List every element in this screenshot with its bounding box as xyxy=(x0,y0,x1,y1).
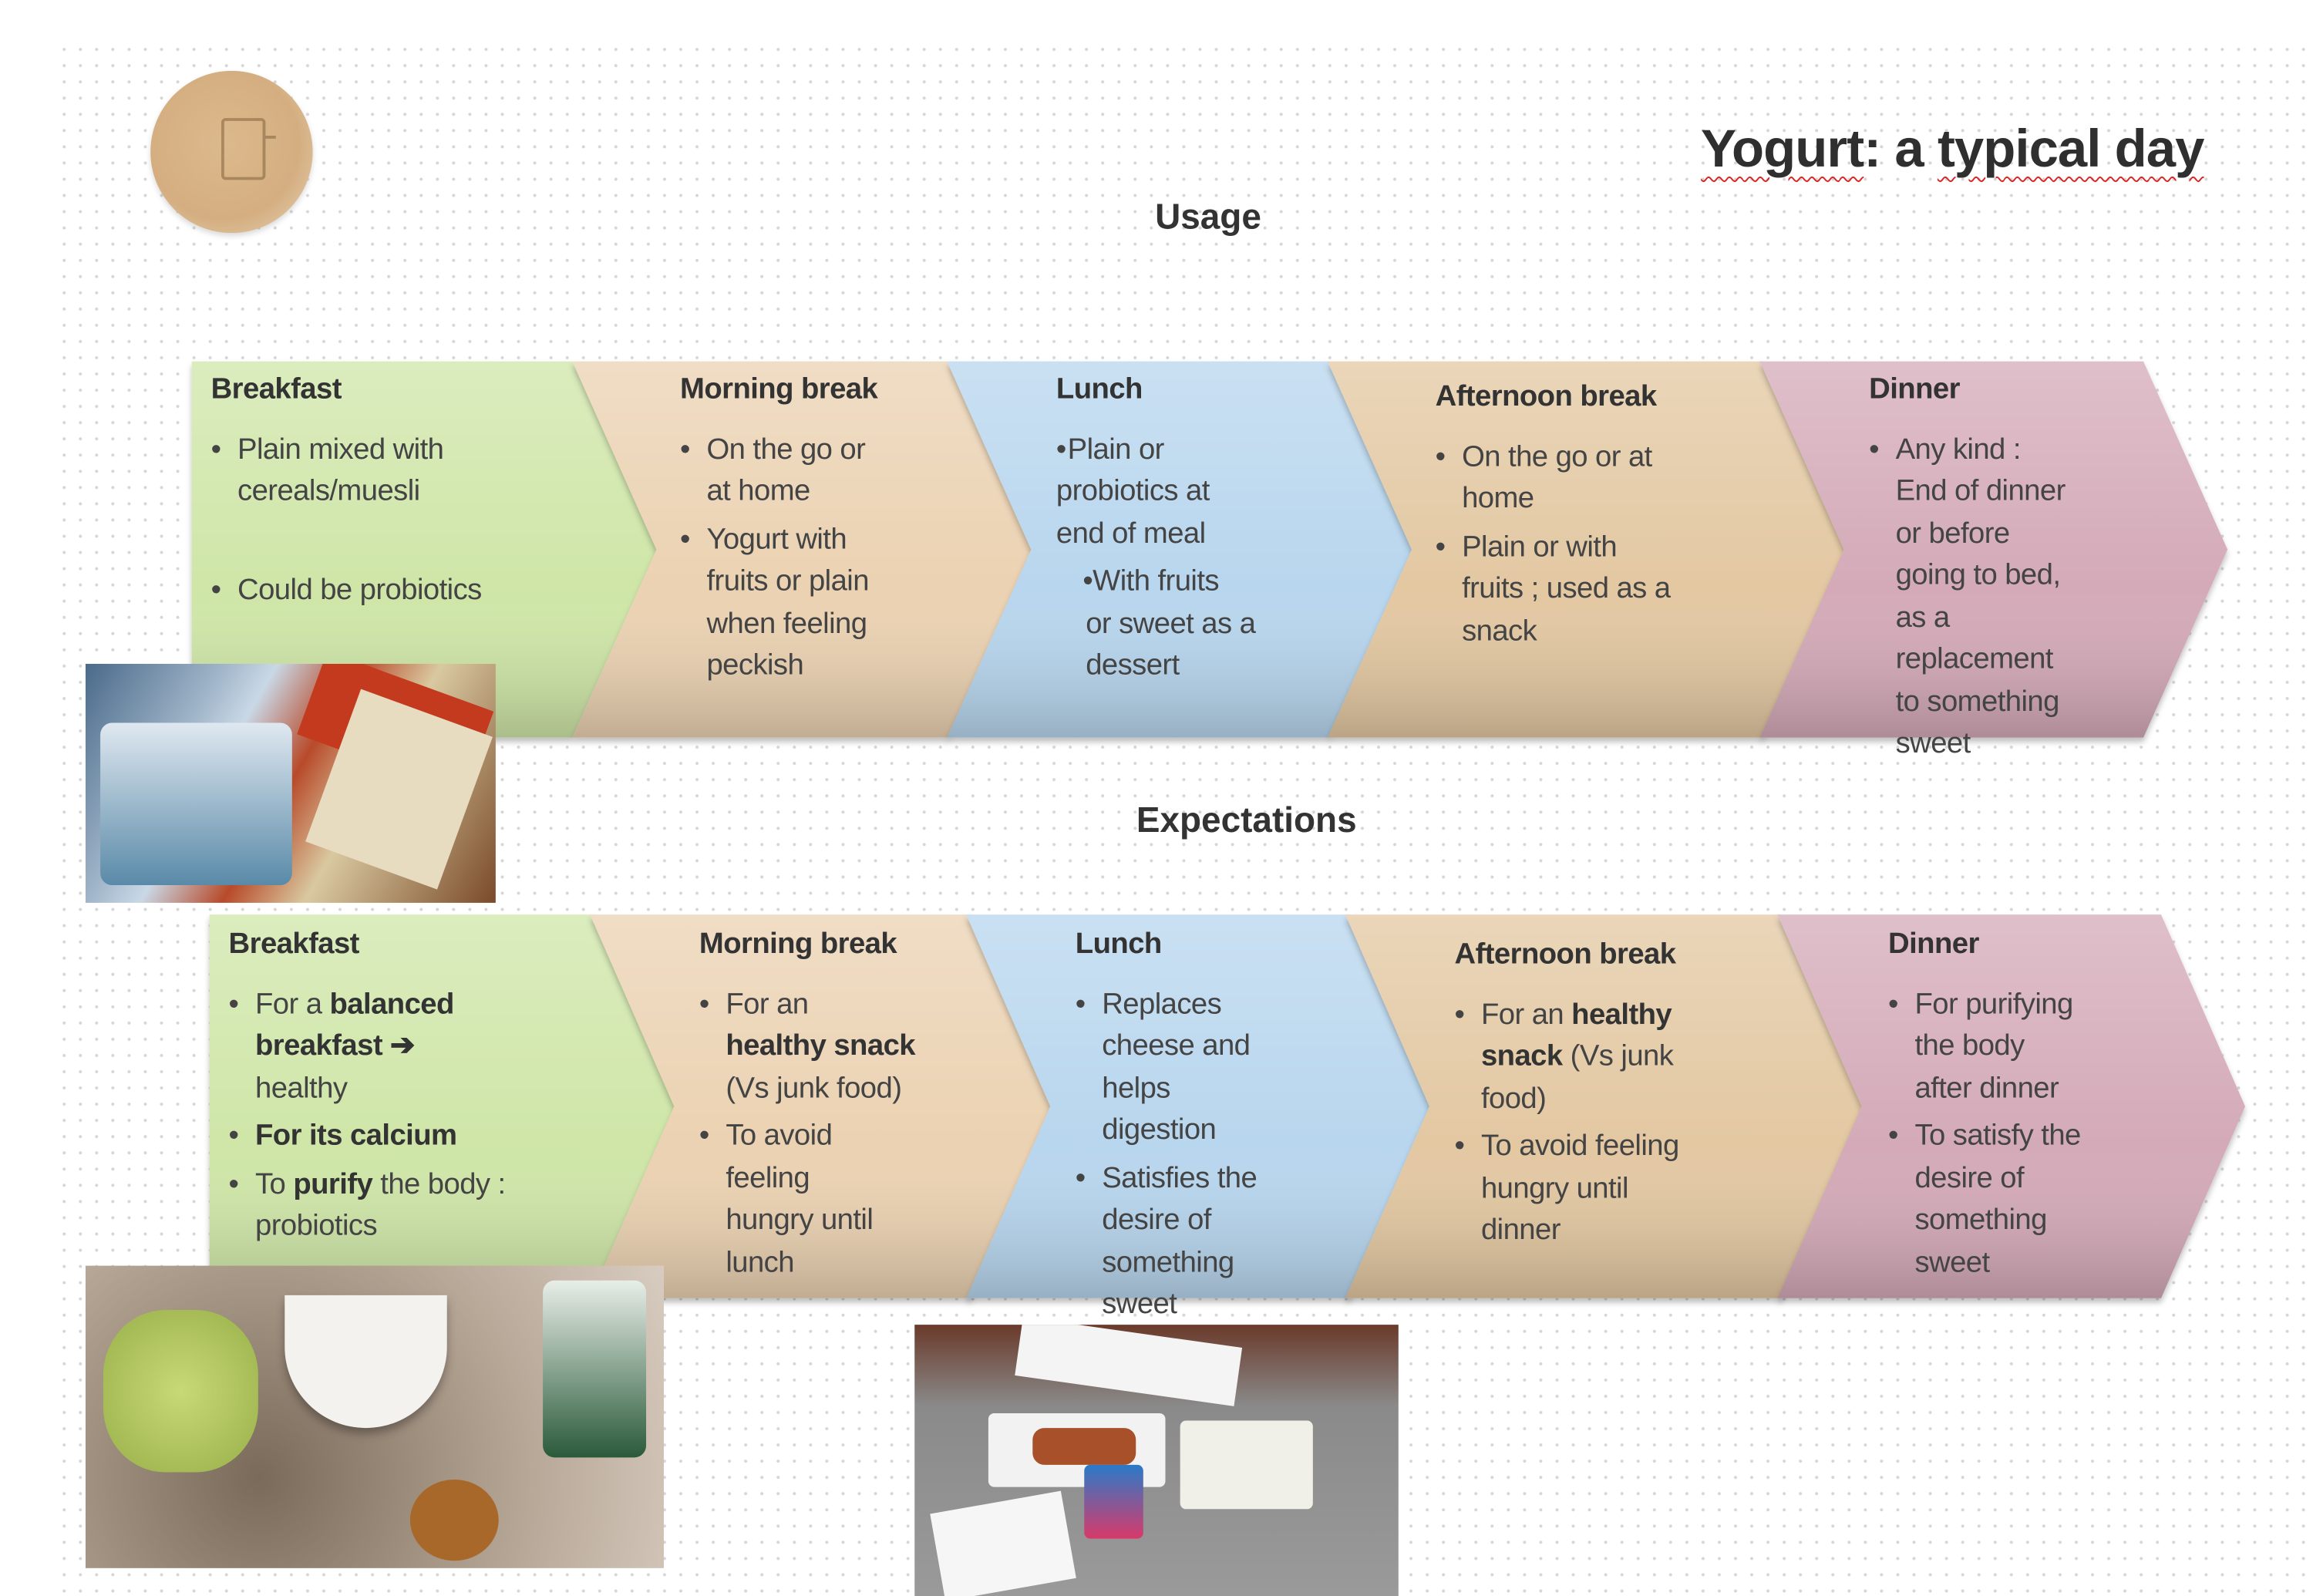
cell-title: Afternoon break xyxy=(1435,380,1658,413)
bullet-item: To avoid feeling hungry until dinner xyxy=(1455,1126,1809,1252)
bullet-text: the body : probiotics xyxy=(255,1167,506,1242)
expectations-cell-1: BreakfastFor a balanced breakfast ➔ heal… xyxy=(229,924,657,1254)
bullet-text: Any kind : End of dinner or before going… xyxy=(1895,433,2066,760)
bullet-item: To satisfy the desire of something sweet xyxy=(1888,1115,2183,1283)
expectations-cell-5: DinnerFor purifying the body after dinne… xyxy=(1888,924,2183,1289)
usage-cell-1: BreakfastPlain mixed with cereals/muesli… xyxy=(211,369,639,616)
bullet-text: With fruits or sweet as a dessert xyxy=(1086,564,1256,682)
bullet-text: Plain or probiotics at end of meal xyxy=(1055,433,1210,550)
bullet-text: To avoid feeling hungry until lunch xyxy=(726,1120,874,1278)
bullet-item: For purifying the body after dinner xyxy=(1888,983,2183,1109)
bullet-text: healthy xyxy=(255,1072,348,1105)
bold-text: healthy snack xyxy=(1480,998,1672,1072)
cell-title: Afternoon break xyxy=(1454,938,1677,971)
bullet-item: Yogurt with fruits or plain when feeling… xyxy=(680,519,1005,687)
title-typical-day: typical day xyxy=(1937,118,2204,179)
usage-cell-3: LunchPlain or probiotics at end of mealW… xyxy=(1056,369,1410,692)
photo-breakfast xyxy=(85,1265,664,1568)
bullet-text: Plain or with fruits ; used as a snack xyxy=(1462,530,1671,647)
cell-title: Morning break xyxy=(680,373,878,406)
bullet-text: To satisfy the desire of something sweet xyxy=(1914,1120,2081,1278)
bullet-text: Satisfies the desire of something sweet xyxy=(1102,1161,1258,1321)
bullet-text: On the go or at home xyxy=(706,433,866,508)
bullet-item: Plain or with fruits ; used as a snack xyxy=(1436,526,1789,652)
bold-text: purify xyxy=(293,1167,373,1200)
cell-title: Lunch xyxy=(1055,373,1143,406)
cell-title: Lunch xyxy=(1075,928,1163,961)
cell-title: Breakfast xyxy=(228,928,360,961)
bullet-item: For an healthy snack (Vs junk food) xyxy=(699,983,1024,1109)
usage-heading: Usage xyxy=(1155,197,1261,238)
bullet-text: On the go or at home xyxy=(1462,440,1652,515)
bullet-item: Any kind : End of dinner or before going… xyxy=(1869,429,2164,765)
yogurt-logo xyxy=(150,70,313,234)
bullet-text: Replaces cheese and helps digestion xyxy=(1102,987,1251,1146)
bullet-item: On the go or at home xyxy=(1436,436,1789,520)
bold-text: balanced breakfast ➔ xyxy=(255,987,454,1062)
expectations-cell-4: Afternoon breakFor an healthy snack (Vs … xyxy=(1455,934,1809,1258)
bold-text: For its calcium xyxy=(255,1120,457,1153)
usage-cell-4: Afternoon break On the go or at homePlain… xyxy=(1436,376,1789,658)
usage-cell-2: Morning break On the go or at homeYogurt … xyxy=(680,369,1005,692)
cell-title: Morning break xyxy=(699,928,897,961)
expectations-cell-2: Morning breakFor an healthy snack (Vs ju… xyxy=(699,924,1024,1289)
bullet-item: With fruits or sweet as a dessert xyxy=(1056,561,1410,687)
usage-cell-5: DinnerAny kind : End of dinner or before… xyxy=(1869,369,2164,770)
title-word-yogurt: Yogurt xyxy=(1701,118,1864,179)
bullet-item: Could be probiotics xyxy=(211,569,639,611)
bullet-text: (Vs junk food) xyxy=(726,1072,902,1105)
bullet-item: Replaces cheese and helps digestion xyxy=(1076,983,1400,1151)
bullet-item: Plain mixed with cereals/muesli xyxy=(211,429,639,513)
bullet-item: Plain or probiotics at end of meal xyxy=(1056,429,1410,555)
bullet-text: For a xyxy=(255,987,330,1021)
bullet-item: To avoid feeling hungry until lunch xyxy=(699,1115,1024,1283)
bullet-text: For an xyxy=(1480,998,1572,1031)
slide-title: Yogurt: a typical day xyxy=(1701,118,2204,180)
cup-icon xyxy=(221,118,276,180)
bullet-item: To purify the body : probiotics xyxy=(229,1163,657,1248)
bullet-text: To avoid feeling hungry until dinner xyxy=(1480,1130,1679,1247)
bullet-text: For purifying the body after dinner xyxy=(1914,987,2073,1105)
bullet-text: (Vs junk food) xyxy=(1480,1039,1674,1115)
bullet-text: Plain mixed with cereals/muesli xyxy=(237,433,444,508)
photo-yogurt-packs xyxy=(85,663,496,903)
bullet-item: Satisfies the desire of something sweet xyxy=(1076,1157,1400,1325)
cell-title: Breakfast xyxy=(210,373,342,406)
photo-lunch-tray xyxy=(914,1325,1399,1596)
cell-title: Dinner xyxy=(1888,928,1979,961)
expectations-heading: Expectations xyxy=(1136,800,1357,841)
bullet-text: Yogurt with fruits or plain when feeling… xyxy=(706,523,869,682)
bullet-item: For its calcium xyxy=(229,1115,657,1157)
title-separator: : a xyxy=(1864,118,1938,179)
bullet-item: On the go or at home xyxy=(680,429,1005,513)
bullet-text: To xyxy=(255,1167,294,1200)
bold-text: healthy snack xyxy=(726,1029,915,1062)
cell-title: Dinner xyxy=(1869,373,1960,406)
bullet-text: For an xyxy=(726,987,809,1021)
bullet-text: Could be probiotics xyxy=(237,573,482,606)
expectations-cell-3: LunchReplaces cheese and helps digestion… xyxy=(1076,924,1400,1332)
bullet-item: For a balanced breakfast ➔ healthy xyxy=(229,983,657,1109)
bullet-item: For an healthy snack (Vs junk food) xyxy=(1455,994,1809,1120)
